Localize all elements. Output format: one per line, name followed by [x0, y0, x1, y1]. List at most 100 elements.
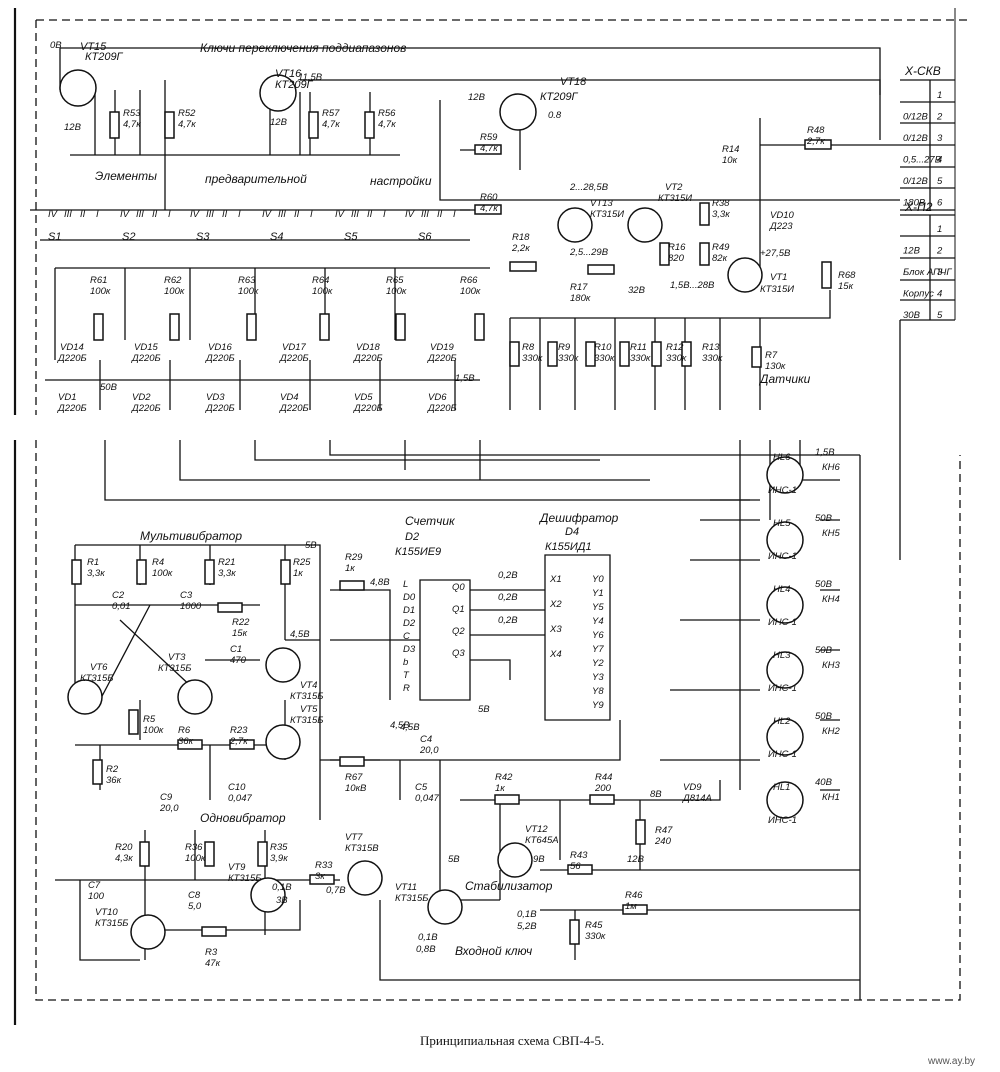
- oneshot-part-ref: R3: [205, 947, 218, 958]
- roman-mark: IV: [405, 209, 416, 220]
- diode-type: Д220Б: [427, 403, 457, 414]
- roman-mark: I: [310, 209, 313, 220]
- voltage: 4,5В: [290, 629, 310, 640]
- mv-part-value: 100к: [143, 725, 164, 736]
- oneshot-part-ref: C7: [88, 880, 101, 891]
- preset-ref: R63: [238, 275, 256, 286]
- counter-pin: D3: [403, 644, 416, 655]
- resistor-value: 4,7к: [322, 119, 340, 130]
- decoder-pin: Y0: [592, 574, 604, 585]
- decoder-pin: Y4: [592, 616, 604, 627]
- roman-mark: IV: [262, 209, 273, 220]
- transistor-vt9-symbol: [250, 877, 286, 913]
- oneshot-part-ref: VT10: [95, 907, 118, 918]
- voltage: 0,8В: [416, 944, 436, 955]
- watermark: www.ay.by: [927, 1056, 975, 1067]
- voltage: 12В: [64, 122, 82, 133]
- mv-part-ref: C2: [112, 590, 125, 601]
- mv-part-ref: C10: [228, 782, 246, 793]
- transistor-vt16-symbol: [259, 74, 297, 112]
- voltage: 12В: [270, 117, 288, 128]
- voltage: 50В: [815, 579, 833, 590]
- section-title: Входной ключ: [455, 944, 532, 958]
- decoder-ref: D4: [565, 526, 579, 538]
- oneshot-part-value: 3,9к: [270, 853, 288, 864]
- mv-part-ref: R4: [152, 557, 164, 568]
- roman-mark: III: [421, 209, 429, 220]
- transistor-vt7-symbol: [347, 860, 383, 896]
- diode-ref: VD4: [280, 392, 298, 403]
- voltage: 5,2В: [517, 921, 537, 932]
- transistor-type: КТ209Г: [85, 51, 124, 63]
- resistor-ref: R68: [838, 270, 856, 281]
- oneshot-part-value: 3к: [315, 871, 325, 882]
- roman-mark: IV: [48, 209, 59, 220]
- roman-mark: I: [238, 209, 241, 220]
- sensor-ref: R13: [702, 342, 720, 353]
- mv-part-value: 1к: [345, 563, 355, 574]
- transistor-ref: VT3: [168, 652, 186, 663]
- sensor-ref: R11: [630, 342, 647, 353]
- section-title: предварительной: [205, 172, 307, 186]
- indicator-hl6-symbol: [766, 456, 804, 494]
- oneshot-part-value: КТ315Б: [95, 918, 128, 929]
- resistor-value: 130к: [765, 361, 786, 372]
- stab-part-ref: R45: [585, 920, 603, 931]
- diode-type: Д220Б: [353, 403, 383, 414]
- indicator-key: КН6: [822, 462, 840, 473]
- diode-type: Д220Б: [131, 353, 161, 364]
- roman-mark: I: [96, 209, 99, 220]
- mv-part-value: 1к: [293, 568, 303, 579]
- transistor-type: КТ209Г: [540, 91, 579, 103]
- section-title: Одновибратор: [200, 811, 286, 825]
- roman-mark: II: [152, 209, 158, 220]
- voltage: 0,1В: [517, 909, 537, 920]
- transistor-vt12-symbol: [497, 842, 533, 878]
- diode-type: Д220Б: [57, 353, 87, 364]
- diode-type: Д220Б: [279, 403, 309, 414]
- resistor-ref: R49: [712, 242, 730, 253]
- diode-type: Д220Б: [205, 403, 235, 414]
- diode-ref: VD18: [356, 342, 380, 353]
- indicator-hl4-symbol: [766, 586, 804, 624]
- indicator-ref: HL6: [773, 452, 791, 463]
- connector-pin-label: 30В: [903, 310, 921, 321]
- sensor-ref: R9: [558, 342, 571, 353]
- mv-part-value: 36к: [106, 775, 122, 786]
- resistor-ref: R60: [480, 192, 498, 203]
- oneshot-part-value: 47к: [205, 958, 221, 969]
- connector-pin-label: 0,5...27В: [903, 155, 942, 166]
- diode-ref: VD17: [282, 342, 306, 353]
- connector-pin-num: 5: [937, 310, 943, 321]
- sensor-value: 330к: [522, 353, 543, 364]
- stab-part-value: 1к: [495, 783, 505, 794]
- roman-mark: III: [206, 209, 214, 220]
- indicator-hl5-symbol: [766, 521, 804, 559]
- mv-part-ref: R21: [218, 557, 235, 568]
- indicator-hl2-symbol: [766, 718, 804, 756]
- transistor-type: КТ315Б: [290, 715, 323, 726]
- stab-part-value: 240: [654, 836, 672, 847]
- roman-mark: I: [168, 209, 171, 220]
- sensor-value: 330к: [666, 353, 687, 364]
- counter-pin: Q2: [452, 626, 465, 637]
- diode-type: Д220Б: [131, 403, 161, 414]
- decoder-pin: X4: [549, 649, 562, 660]
- diode-type: Д220Б: [279, 353, 309, 364]
- indicator-type: ИНС-1: [768, 551, 797, 562]
- voltage: 1,5В: [455, 373, 475, 384]
- mv-part-ref: R1: [87, 557, 99, 568]
- mv-part-value: 3,3к: [87, 568, 105, 579]
- resistor-value: 4,7к: [123, 119, 141, 130]
- resistor-ref: R18: [512, 232, 530, 243]
- indicator-type: ИНС-1: [768, 485, 797, 496]
- connector-pin-num: 4: [937, 155, 942, 166]
- section-title: Ключи переключения поддиапазонов: [200, 41, 406, 55]
- transistor-vt4-symbol: [265, 647, 301, 683]
- transistor-ref: VT6: [90, 662, 108, 673]
- mv-part-ref: C9: [160, 792, 173, 803]
- indicator-ref: HL4: [773, 584, 790, 595]
- resistor-value: 4,7к: [378, 119, 396, 130]
- connector-pin-num: 1: [937, 224, 942, 235]
- voltage: 50В: [815, 711, 833, 722]
